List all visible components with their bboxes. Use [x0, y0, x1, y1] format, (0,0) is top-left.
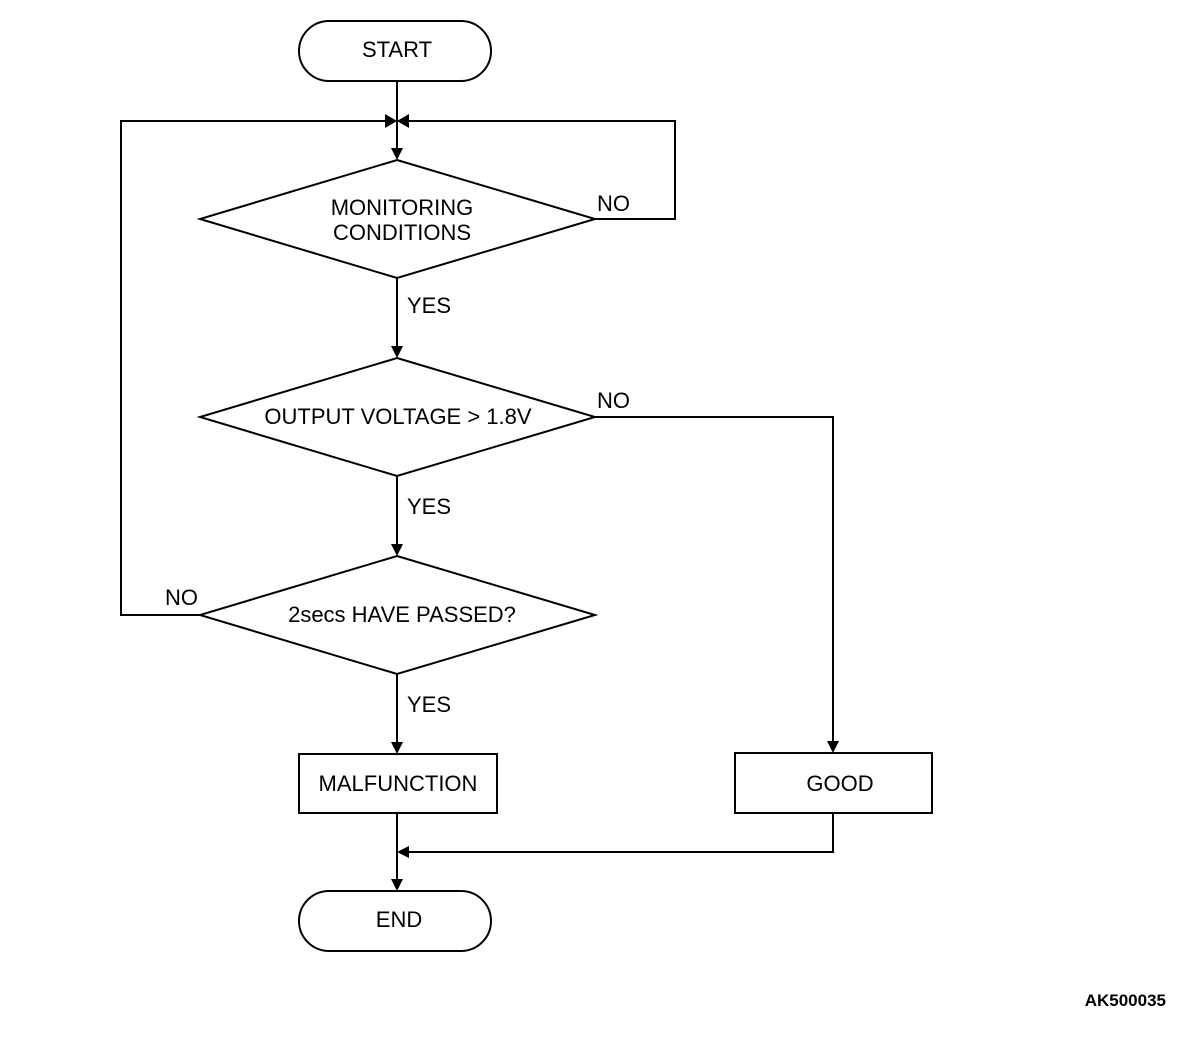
- merge-arrowhead-right: [397, 114, 409, 128]
- monitoring-label-line1: MONITORING: [331, 195, 474, 220]
- start-label: START: [362, 37, 432, 62]
- voltage-yes-label: YES: [407, 494, 451, 519]
- arrowhead-to-malfunction: [391, 742, 403, 754]
- end-terminal: [298, 890, 492, 952]
- voltage-label: OUTPUT VOLTAGE > 1.8V: [264, 404, 531, 429]
- monitoring-no-label: NO: [597, 191, 630, 216]
- malfunction-box: [298, 753, 498, 814]
- good-label: GOOD: [806, 771, 873, 796]
- arrowhead-to-timer: [391, 544, 403, 556]
- voltage-no-label: NO: [597, 388, 630, 413]
- timer-label: 2secs HAVE PASSED?: [288, 602, 516, 627]
- merge-arrowhead-left: [385, 114, 397, 128]
- figure-code: AK500035: [1085, 991, 1166, 1010]
- end-label: END: [376, 907, 422, 932]
- timer-no-label: NO: [165, 585, 198, 610]
- monitoring-label-line2: CONDITIONS: [333, 220, 471, 245]
- arrowhead-to-voltage: [391, 346, 403, 358]
- good-box: [734, 752, 933, 814]
- malfunction-label: MALFUNCTION: [319, 771, 478, 796]
- monitoring-yes-label: YES: [407, 293, 451, 318]
- connector-monitoring-no-loop: [409, 120, 676, 220]
- connector-timer-no-loop: [120, 120, 385, 616]
- arrowhead-to-good: [827, 741, 839, 753]
- connector-voltage-no: [595, 416, 834, 743]
- arrowhead-to-monitoring: [391, 148, 403, 160]
- start-terminal: [298, 20, 492, 82]
- timer-yes-label: YES: [407, 692, 451, 717]
- arrowhead-to-end: [391, 879, 403, 891]
- connector-good-to-merge: [409, 813, 834, 853]
- merge-arrowhead-end: [397, 846, 409, 858]
